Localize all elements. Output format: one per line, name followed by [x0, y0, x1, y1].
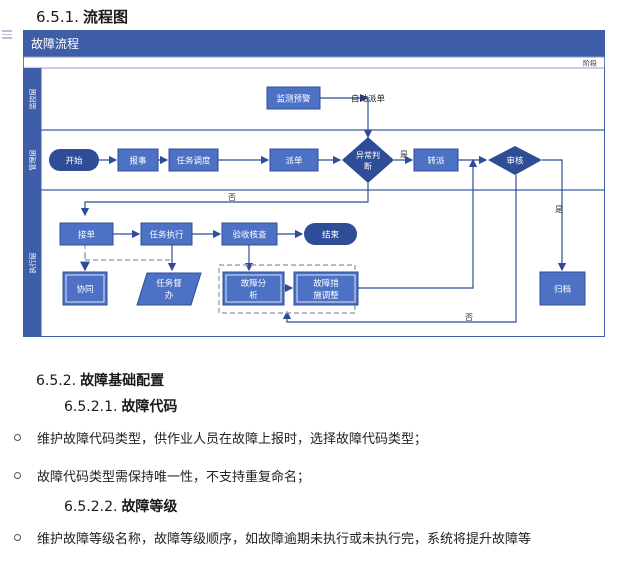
node-fault-analysis — [222, 271, 285, 306]
node-fault-adjust — [293, 271, 359, 306]
flowchart: 故障流程 阶段 监控层 管理层 执行层 是 否 是 否 监测预警 自动派单 — [23, 30, 605, 337]
diagram-shape — [80, 183, 369, 217]
diagram-shape — [23, 68, 42, 130]
node-acceptance — [221, 222, 278, 246]
diagram-label: 转派 — [427, 156, 445, 167]
diagram-label: 任务调度 — [176, 156, 211, 167]
diagram-shape — [358, 158, 478, 289]
diagram-label: 归档 — [554, 284, 571, 295]
node-dispatch — [269, 148, 319, 172]
diagram-label: 故障措 — [313, 278, 339, 289]
list-item: 维护故障等级名称，故障等级顺序，如故障逾期未执行或未执行完，系统将提升故障等 — [14, 528, 531, 547]
list-item: 维护故障代码类型，供作业人员在故障上报时，选择故障代码类型； — [14, 428, 427, 447]
section-heading-flow: 6.5.1.流程图 — [36, 8, 128, 26]
diagram-shape — [23, 130, 42, 190]
diagram-label: 接单 — [78, 230, 96, 241]
bullet-icon — [14, 472, 21, 479]
bullet-icon — [14, 534, 21, 541]
node-receive — [59, 222, 114, 246]
phase-label: 阶段 — [583, 59, 597, 68]
node-task-schedule — [168, 148, 219, 172]
diagram-label: 任务执行 — [149, 230, 184, 241]
node-abnormal-judge — [342, 137, 394, 183]
diagram-shape — [23, 56, 605, 69]
diagram-shape — [225, 274, 282, 303]
section-heading-config: 6.5.2.故障基础配置 — [36, 373, 165, 389]
lane-manage: 管理层 — [28, 150, 37, 171]
diagram-shape — [542, 159, 567, 272]
diagram-label: 否 — [465, 313, 473, 322]
node-task-supervise — [136, 272, 202, 306]
list-item: 故障代码类型需保持唯一性，不支持重复命名； — [14, 466, 310, 485]
node-monitor-alert — [266, 86, 321, 110]
diagram-label: 办 — [165, 290, 174, 301]
menu-icon[interactable] — [2, 30, 12, 40]
diagram-shape — [23, 190, 42, 336]
node-start — [49, 149, 99, 171]
diagram-label: 析 — [249, 290, 258, 301]
node-task-exec — [140, 222, 193, 246]
diagram-title: 故障流程 — [31, 36, 79, 51]
node-report — [117, 148, 159, 172]
diagram-shape — [282, 175, 517, 323]
diagram-label: 故障分 — [241, 278, 267, 289]
section-heading-level: 6.5.2.2.故障等级 — [64, 499, 178, 515]
diagram-label: 是 — [400, 150, 408, 159]
diagram-label: 施调整 — [313, 290, 339, 301]
lane-execute: 执行层 — [28, 253, 37, 274]
node-end — [304, 223, 357, 245]
section-heading-code: 6.5.2.1.故障代码 — [64, 399, 178, 415]
diagram-label: 审核 — [506, 156, 524, 167]
diagram-label: 任务督 — [156, 278, 182, 289]
node-review — [488, 146, 542, 175]
diagram-label: 监测预警 — [276, 94, 311, 105]
node-cooperate — [62, 271, 108, 306]
node-transfer — [413, 148, 459, 172]
label-auto-dispatch: 自动派单 — [351, 94, 386, 105]
diagram-shape — [296, 274, 356, 303]
diagram-label: 报事 — [129, 156, 147, 167]
diagram-label: 派单 — [285, 156, 303, 167]
bullet-icon — [14, 434, 21, 441]
diagram-label: 是 — [555, 205, 563, 214]
node-archive — [539, 271, 586, 306]
diagram-title-bar — [23, 30, 605, 57]
diagram-label: 开始 — [65, 156, 83, 167]
diagram-label: 否 — [228, 193, 236, 202]
diagram-label: 异常判 — [356, 150, 380, 160]
diagram-shape — [84, 244, 173, 261]
diagram-label: 验收核查 — [232, 230, 267, 241]
lane-monitor: 监控层 — [28, 89, 37, 110]
diagram-label: 协同 — [76, 284, 93, 295]
diagram-shape — [65, 274, 105, 303]
diagram-label: 结束 — [322, 230, 340, 241]
diagram-label: 断 — [364, 161, 372, 171]
